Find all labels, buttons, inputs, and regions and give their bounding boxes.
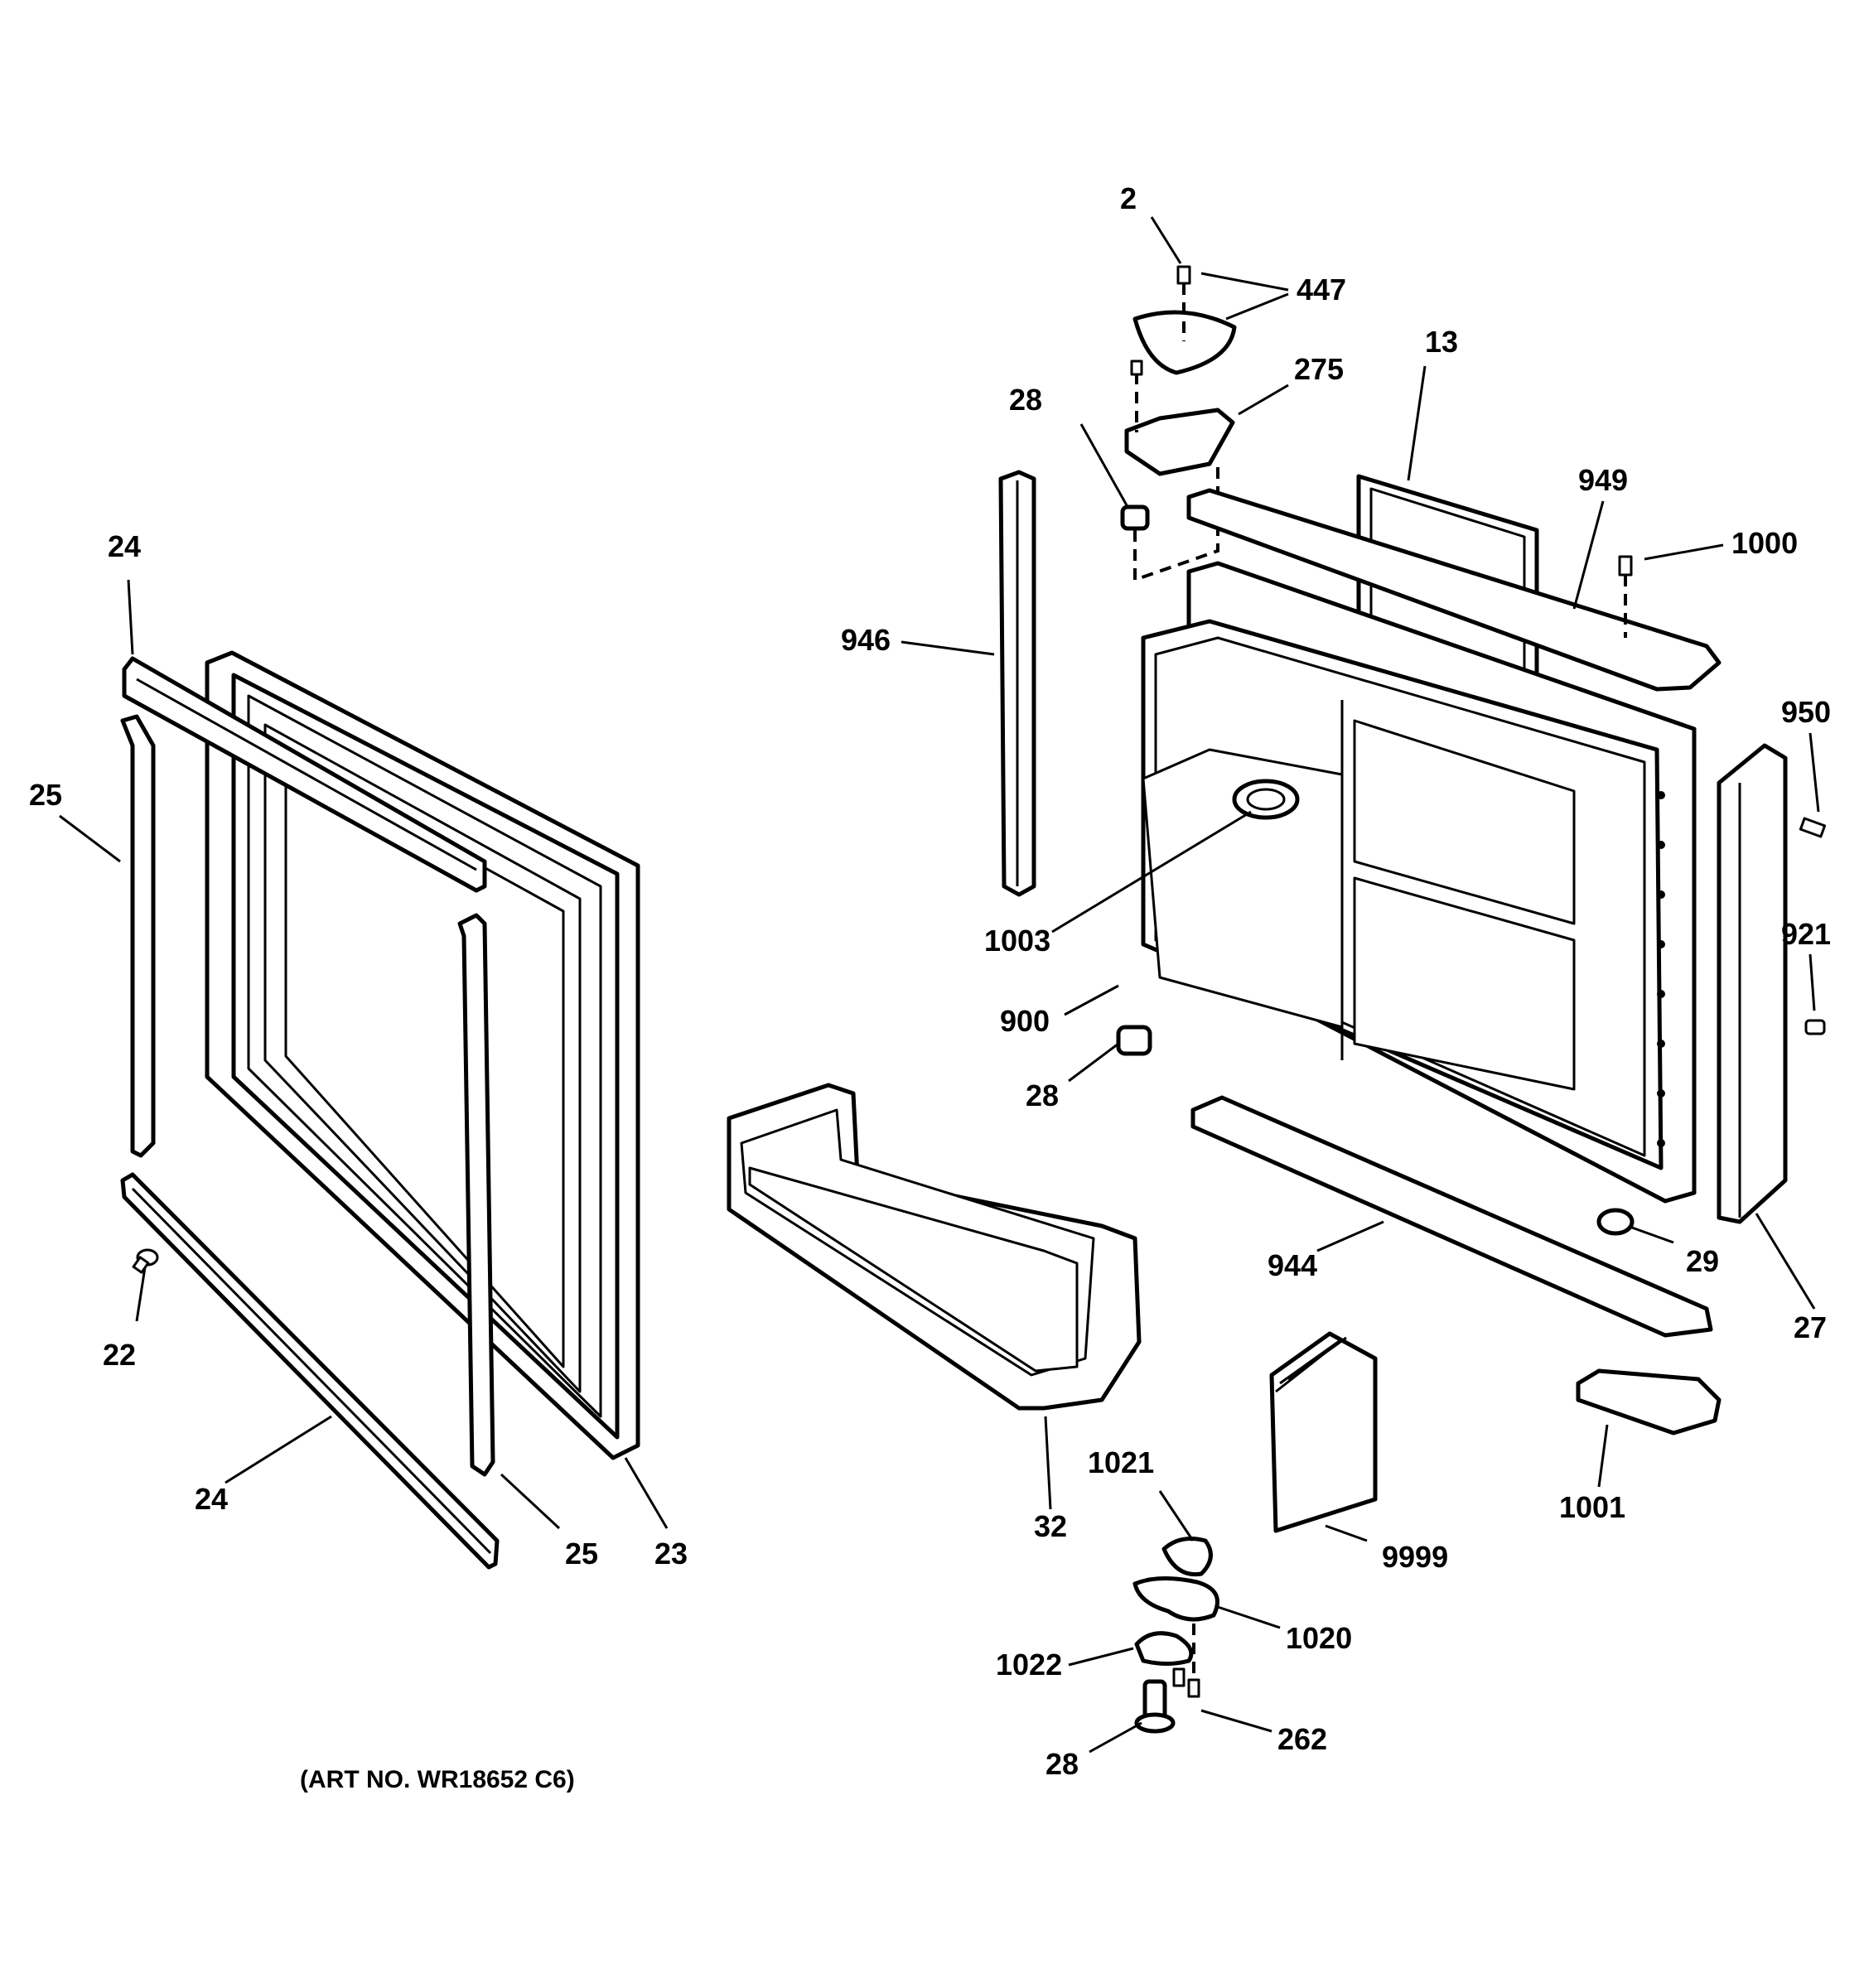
right-strip-25	[457, 913, 495, 1477]
callout-944: 944	[1268, 1248, 1317, 1282]
side-rail-27	[1717, 743, 1788, 1224]
bracket-1001	[1576, 1368, 1722, 1436]
callout-275: 275	[1294, 352, 1344, 386]
callout-1020: 1020	[1286, 1621, 1352, 1655]
door-frame-23	[205, 650, 640, 1460]
manual-9999	[1269, 1331, 1378, 1533]
screw-1000	[1618, 555, 1633, 638]
callout-22: 22	[103, 1338, 136, 1372]
bushing-28-bottom	[1134, 1679, 1176, 1734]
callout-2: 2	[1120, 181, 1137, 215]
hinge-part-1021	[1161, 1537, 1213, 1577]
callout-24-bottom: 24	[195, 1482, 228, 1516]
screw-950	[1799, 817, 1827, 838]
callout-1000: 1000	[1731, 526, 1798, 560]
bushing-28-mid	[1116, 1025, 1152, 1056]
callout-27: 27	[1794, 1310, 1827, 1344]
hinge-275	[1124, 359, 1235, 476]
top-rail-949	[1186, 488, 1722, 692]
top-strip-24	[122, 656, 487, 893]
bottom-rail-944	[1190, 1095, 1713, 1338]
callout-1022: 1022	[996, 1648, 1062, 1682]
left-strip-25	[120, 714, 156, 1158]
screw-2	[1176, 265, 1191, 341]
leader-lines	[59, 216, 1820, 1754]
callout-13: 13	[1425, 325, 1458, 359]
callout-447: 447	[1297, 273, 1346, 306]
callout-23: 23	[654, 1537, 688, 1571]
callout-946: 946	[841, 623, 891, 657]
callout-1021: 1021	[1088, 1445, 1154, 1479]
door-bin-32	[727, 1083, 1142, 1411]
hinge-plate-1020	[1132, 1575, 1219, 1622]
art-number-caption: (ART NO. WR18652 C6)	[300, 1766, 575, 1793]
callout-28-mid: 28	[1026, 1078, 1059, 1112]
callout-9999: 9999	[1382, 1540, 1448, 1574]
callout-25-bottom: 25	[565, 1537, 598, 1571]
callout-262: 262	[1277, 1722, 1327, 1756]
hinge-cover-447	[1132, 310, 1237, 375]
callout-24-top: 24	[108, 529, 141, 563]
callout-29: 29	[1686, 1244, 1719, 1278]
callout-921: 921	[1781, 917, 1831, 951]
screw-921	[1804, 1019, 1826, 1035]
bushing-29	[1596, 1208, 1635, 1236]
callout-1003: 1003	[984, 924, 1050, 958]
shim-1022	[1134, 1631, 1194, 1666]
liner-housing	[1141, 561, 1697, 1204]
callout-1001: 1001	[1559, 1490, 1625, 1524]
callout-28-bottom: 28	[1045, 1747, 1079, 1781]
gasket-strip-946	[998, 470, 1036, 897]
callout-950: 950	[1781, 695, 1831, 729]
callout-28-top: 28	[1009, 383, 1042, 417]
callout-32: 32	[1034, 1509, 1067, 1543]
screw-262	[1172, 1624, 1200, 1698]
callout-25-left: 25	[29, 778, 62, 812]
callout-900: 900	[1000, 1004, 1050, 1038]
callout-949: 949	[1578, 463, 1628, 497]
bottom-strip-24	[120, 1172, 500, 1570]
